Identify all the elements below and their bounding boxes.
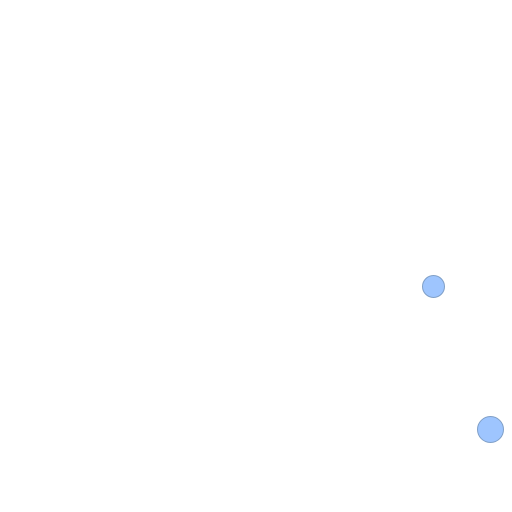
blue-circle-marker-icon [477, 416, 504, 443]
blue-circle-marker-icon [422, 275, 445, 298]
